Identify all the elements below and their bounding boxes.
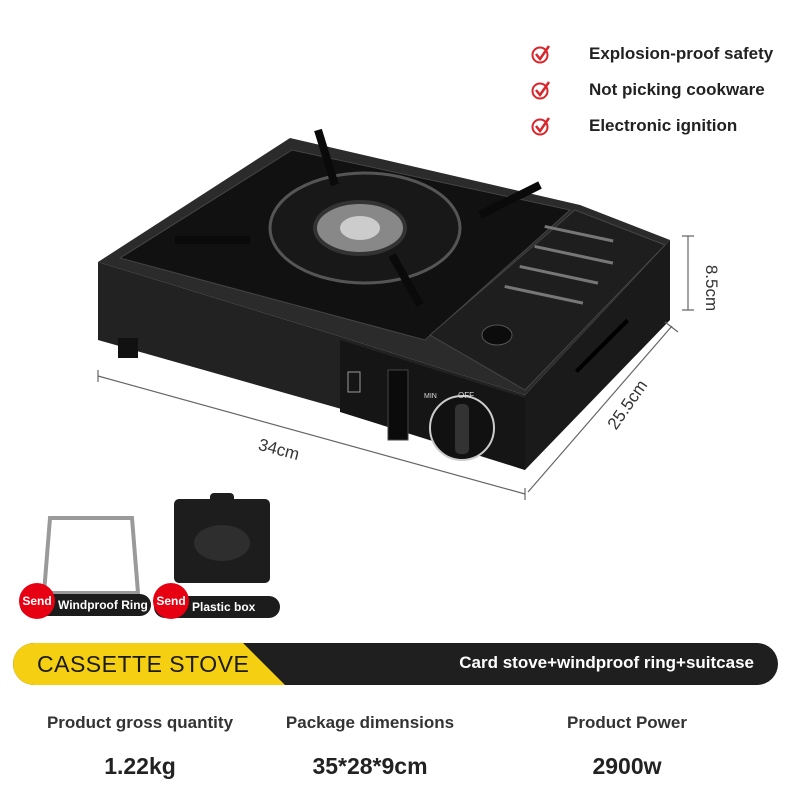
accessory-label: Windproof Ring — [58, 598, 148, 612]
stove-right-face — [525, 240, 670, 470]
dimension-lines — [97, 235, 694, 500]
feature-item: Not picking cookware — [530, 79, 765, 101]
accessory-label: Plastic box — [192, 600, 256, 614]
spec-label: Product gross quantity — [46, 713, 234, 732]
gas-lever — [387, 369, 409, 441]
spec-value: 1.22kg — [104, 753, 176, 779]
knob-min-label: MIN — [424, 393, 437, 400]
feature-label: Not picking cookware — [589, 80, 765, 99]
send-badge: Send — [153, 583, 189, 619]
plastic-box-image — [174, 493, 270, 583]
control-top-panel — [429, 209, 666, 391]
windproof-ring-image — [41, 516, 140, 595]
cassette-stove-image: MIN OFF — [97, 128, 694, 500]
check-circle-icon — [531, 81, 551, 100]
banner-subtitle: Card stove+windproof ring+suitcase — [459, 653, 754, 672]
banner-title: CASSETTE STOVE — [37, 651, 250, 677]
spec-power: Product Power 2900w — [507, 713, 747, 780]
check-circle-icon — [531, 117, 551, 136]
spec-value: 2900w — [592, 753, 662, 779]
height-dimension: 8.5cm — [702, 264, 722, 312]
feature-item: Electronic ignition — [530, 115, 737, 137]
spec-label: Product Power — [567, 713, 687, 732]
spec-label: Package dimensions — [285, 713, 455, 732]
stove-foot — [118, 338, 138, 358]
ignition-hole — [481, 324, 513, 346]
knob-off-label: OFF — [458, 391, 474, 400]
pan-supports — [175, 128, 542, 307]
feature-label: Electronic ignition — [589, 116, 738, 135]
control-panel-text — [504, 225, 614, 305]
spec-value: 35*28*9cm — [312, 753, 428, 779]
spec-package-dimensions: Package dimensions 35*28*9cm — [250, 713, 490, 780]
vent-slots — [575, 318, 630, 373]
check-circle-icon — [531, 45, 551, 64]
banner-yellow-section — [13, 643, 285, 685]
send-badge: Send — [19, 583, 55, 619]
feature-item: Explosion-proof safety — [530, 43, 773, 65]
product-banner: CASSETTE STOVE Card stove+windproof ring… — [13, 643, 778, 685]
spec-weight: Product gross quantity 1.22kg — [20, 713, 260, 780]
feature-label: Explosion-proof safety — [589, 44, 774, 63]
